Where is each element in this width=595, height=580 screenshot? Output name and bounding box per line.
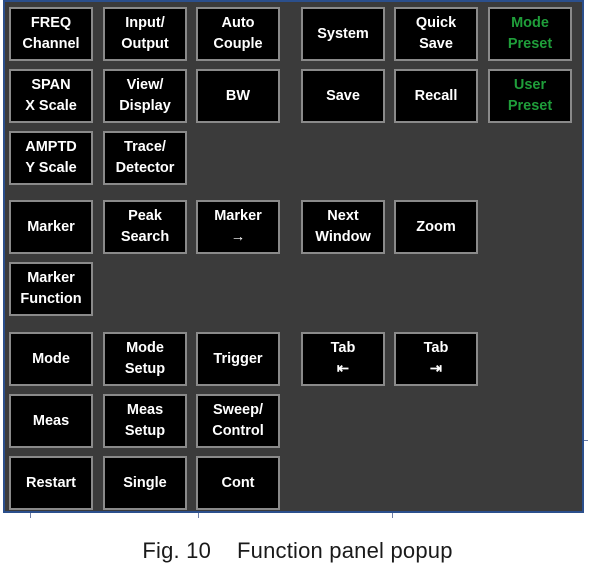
trace-detector-button[interactable]: Trace/Detector xyxy=(103,131,187,185)
button-label: Trace/ xyxy=(124,139,166,155)
button-label: Y Scale xyxy=(25,160,77,176)
input-output-button[interactable]: Input/Output xyxy=(103,7,187,61)
button-label: Setup xyxy=(124,423,166,439)
button-label: ⇥ xyxy=(429,361,443,377)
zoom-button[interactable]: Zoom xyxy=(394,200,478,254)
span-x-scale-button[interactable]: SPAN X Scale xyxy=(9,69,93,123)
button-label: Search xyxy=(120,229,170,245)
button-label: Couple xyxy=(213,36,263,52)
button-label: Window xyxy=(315,229,371,245)
tab-forward-button[interactable]: Tab ⇥ xyxy=(394,332,478,386)
figure-caption: Fig. 10 Function panel popup xyxy=(0,538,595,564)
button-label: Preset xyxy=(507,98,553,114)
button-label: BW xyxy=(225,87,251,104)
button-label: AMPTD xyxy=(25,139,77,155)
button-label: System xyxy=(317,25,369,42)
marker-to-button[interactable]: Marker → xyxy=(196,200,280,254)
button-label: Control xyxy=(212,423,264,439)
frame-tick xyxy=(30,513,31,518)
frame-tick xyxy=(392,513,393,518)
amptd-y-scale-button[interactable]: AMPTD Y Scale xyxy=(9,131,93,185)
single-button[interactable]: Single xyxy=(103,456,187,510)
button-label: Save xyxy=(419,36,453,52)
button-label: Next xyxy=(327,208,359,224)
button-label: Quick xyxy=(415,15,457,31)
trigger-button[interactable]: Trigger xyxy=(196,332,280,386)
button-label: Mode xyxy=(511,15,549,31)
button-label: Marker xyxy=(27,218,75,235)
button-label: X Scale xyxy=(25,98,77,114)
button-label: User xyxy=(513,77,547,93)
view-display-button[interactable]: View/Display xyxy=(103,69,187,123)
button-label: Meas xyxy=(32,412,70,429)
button-label: Setup xyxy=(124,361,166,377)
button-label: Marker xyxy=(214,208,262,224)
button-label: Tab xyxy=(423,340,449,356)
button-label: Auto xyxy=(221,15,255,31)
button-label: Mode xyxy=(32,350,70,367)
button-label: Output xyxy=(121,36,169,52)
frame-tick xyxy=(198,513,199,518)
button-label: ⇤ xyxy=(336,361,350,377)
button-label: Cont xyxy=(221,474,255,491)
button-label: Meas xyxy=(126,402,164,418)
caption-figure-number: Fig. 10 xyxy=(142,538,212,563)
button-label: View/ xyxy=(126,77,164,93)
tab-back-button[interactable]: Tab ⇤ xyxy=(301,332,385,386)
save-button[interactable]: Save xyxy=(301,69,385,123)
marker-button[interactable]: Marker xyxy=(9,200,93,254)
sweep-control-button[interactable]: Sweep/Control xyxy=(196,394,280,448)
system-button[interactable]: System xyxy=(301,7,385,61)
button-label: Peak xyxy=(128,208,162,224)
meas-button[interactable]: Meas xyxy=(9,394,93,448)
restart-button[interactable]: Restart xyxy=(9,456,93,510)
button-label: Function xyxy=(20,291,82,307)
button-label: Display xyxy=(119,98,171,114)
cont-button[interactable]: Cont xyxy=(196,456,280,510)
bw-button[interactable]: BW xyxy=(196,69,280,123)
freq-channel-button[interactable]: FREQ Channel xyxy=(9,7,93,61)
button-label: Sweep/ xyxy=(213,402,263,418)
recall-button[interactable]: Recall xyxy=(394,69,478,123)
button-label: Channel xyxy=(22,36,80,52)
button-label: → xyxy=(230,229,246,245)
button-label: Preset xyxy=(507,36,553,52)
mode-button[interactable]: Mode xyxy=(9,332,93,386)
button-label: Tab xyxy=(330,340,356,356)
caption-text: Function panel popup xyxy=(237,538,453,563)
button-label: Save xyxy=(326,87,360,104)
button-label: Single xyxy=(123,474,167,491)
button-label: Mode xyxy=(126,340,164,356)
button-label: Marker xyxy=(27,270,75,286)
button-label: Restart xyxy=(26,474,76,491)
button-label: SPAN xyxy=(31,77,71,93)
button-label: Trigger xyxy=(213,350,263,367)
button-label: Detector xyxy=(115,160,175,176)
frame-tick xyxy=(584,440,588,441)
button-label: Recall xyxy=(414,87,458,104)
button-label: FREQ xyxy=(30,15,72,31)
button-label: Zoom xyxy=(416,218,456,235)
button-label: Input/ xyxy=(125,15,165,31)
